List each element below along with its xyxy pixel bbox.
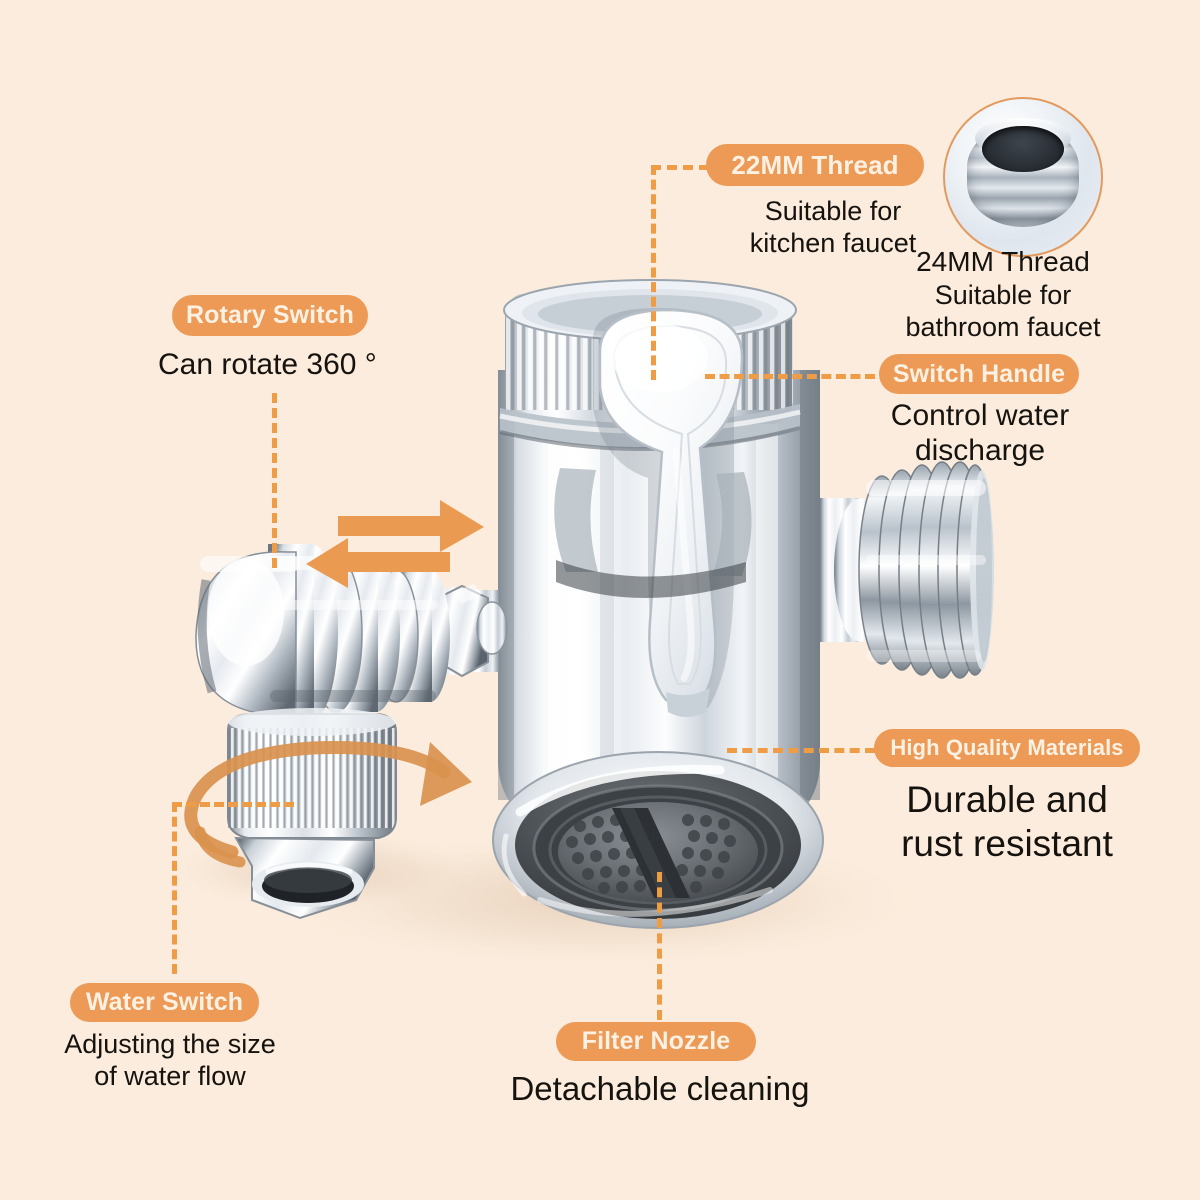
connector-high-quality [727, 748, 875, 753]
connector-switch-handle [705, 374, 875, 379]
connector-rotary-switch [272, 393, 277, 568]
thread-ring-bore [982, 125, 1064, 173]
badge-high-quality-materials[interactable]: High Quality Materials [874, 729, 1140, 767]
inset-description-thread-24mm: Suitable for bathroom faucet [905, 280, 1101, 342]
connector-water-switch-horizontal [172, 802, 294, 807]
connector-thread-22mm-vertical [651, 165, 656, 380]
inset-thread-24mm-image [943, 97, 1103, 257]
rotation-arrow-icon [184, 741, 472, 868]
description-thread-22mm: Suitable for kitchen faucet [749, 196, 917, 258]
badge-rotary-switch[interactable]: Rotary Switch [172, 295, 368, 336]
badge-filter-nozzle[interactable]: Filter Nozzle [556, 1022, 756, 1061]
description-water-switch: Adjusting the size of water flow [64, 1029, 276, 1091]
flow-arrows-icon [306, 500, 484, 588]
inset-title-thread-24mm: 24MM Thread [916, 246, 1090, 277]
description-high-quality-materials: Durable and rust resistant [901, 779, 1113, 864]
description-filter-nozzle: Detachable cleaning [510, 1070, 810, 1107]
connector-filter-nozzle [657, 872, 662, 1020]
badge-switch-handle[interactable]: Switch Handle [879, 354, 1079, 394]
badge-water-switch[interactable]: Water Switch [70, 983, 259, 1022]
badge-thread-22mm[interactable]: 22MM Thread [706, 144, 924, 186]
description-switch-handle: Control water discharge [890, 399, 1070, 468]
connector-water-switch-vertical [172, 802, 177, 974]
connector-thread-22mm-horizontal [651, 165, 709, 170]
description-rotary-switch: Can rotate 360 ° [158, 348, 377, 381]
